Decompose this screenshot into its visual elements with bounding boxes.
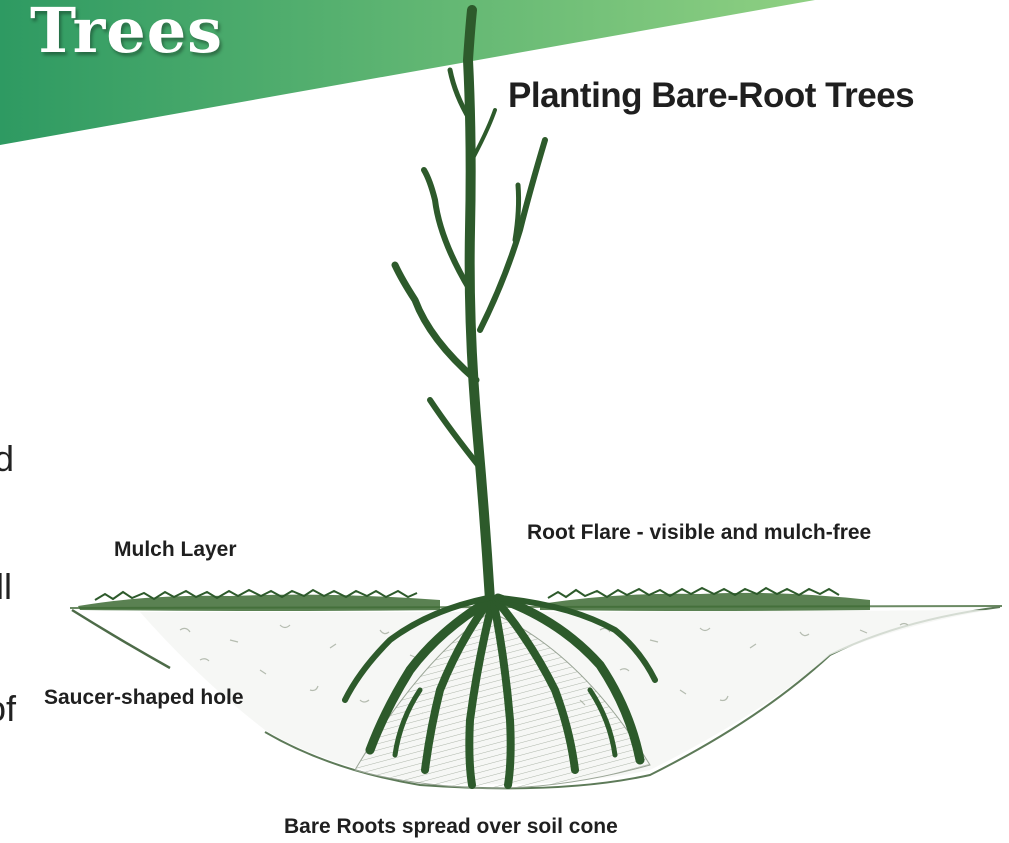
- saucer-hole-label: Saucer-shaped hole: [44, 686, 244, 710]
- mulch-layer-right: [540, 588, 870, 611]
- mulch-layer-left: [78, 590, 440, 611]
- root-flare-label: Root Flare - visible and mulch-free: [527, 521, 871, 545]
- bare-roots-label: Bare Roots spread over soil cone: [284, 815, 618, 839]
- banner-title: Trees: [30, 0, 223, 67]
- diagram-title: Planting Bare-Root Trees: [508, 76, 914, 116]
- left-edge-text-fragment: ll: [0, 566, 12, 608]
- left-edge-text-fragment: of: [0, 688, 16, 730]
- left-edge-text-fragment: d: [0, 438, 14, 480]
- mulch-layer-label: Mulch Layer: [114, 538, 237, 562]
